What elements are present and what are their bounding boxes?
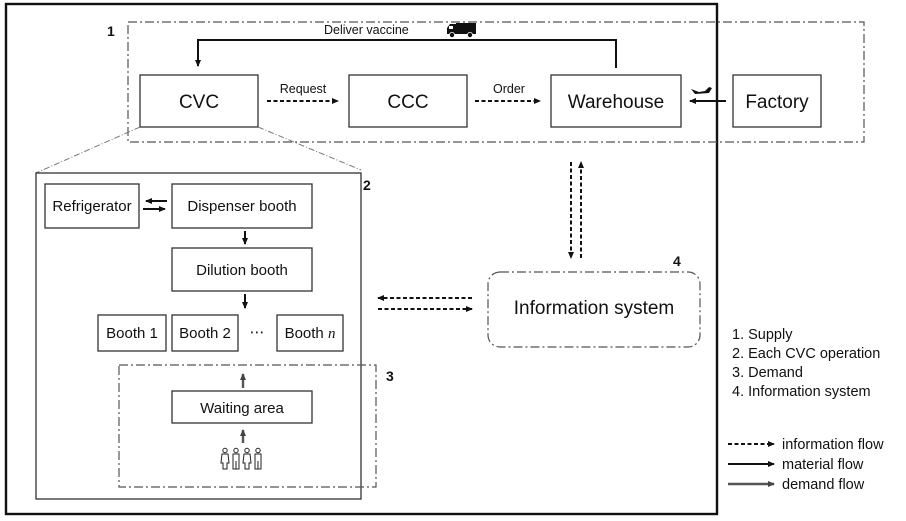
booth-n-node bbox=[276, 314, 344, 352]
information-system-region-number: 4 bbox=[673, 253, 681, 269]
deliver-vaccine-label: Deliver vaccine bbox=[324, 23, 409, 37]
legend-region-1: 1. Supply bbox=[732, 327, 793, 343]
truck-icon bbox=[447, 23, 476, 38]
refrigerator-label: Refrigerator bbox=[52, 198, 131, 215]
deliver-vaccine-edge bbox=[195, 39, 617, 68]
information-system-label: Information system bbox=[514, 298, 675, 319]
legend-region-4: 4. Information system bbox=[732, 384, 871, 400]
flow-legend: information flow material flow demand fl… bbox=[728, 437, 884, 493]
dispenser-booth-node bbox=[171, 183, 313, 229]
ccc-label: CCC bbox=[387, 92, 428, 113]
factory-label: Factory bbox=[745, 92, 809, 113]
cvc-operation-region-number: 2 bbox=[363, 177, 371, 193]
booth-2-label: Booth 2 bbox=[179, 325, 231, 342]
legend-demand-flow-label: demand flow bbox=[782, 477, 865, 493]
supply-region-number: 1 bbox=[107, 23, 115, 39]
booth-1-label: Booth 1 bbox=[106, 325, 158, 342]
legend-region-3: 3. Demand bbox=[732, 365, 803, 381]
order-label: Order bbox=[493, 82, 525, 96]
booth-1-node bbox=[97, 314, 167, 352]
warehouse-node bbox=[550, 74, 682, 128]
dispenser-booth-label: Dispenser booth bbox=[187, 198, 296, 215]
refrigerator-node bbox=[44, 183, 140, 229]
dilution-booth-node bbox=[171, 247, 313, 292]
cvc-label: CVC bbox=[179, 92, 219, 113]
waiting-area-node bbox=[171, 390, 313, 424]
legend-region-2: 2. Each CVC operation bbox=[732, 346, 880, 362]
cvc-node bbox=[139, 74, 259, 128]
request-label: Request bbox=[280, 82, 327, 96]
warehouse-label: Warehouse bbox=[568, 92, 664, 113]
factory-node bbox=[732, 74, 822, 128]
legend-info-flow-label: information flow bbox=[782, 437, 884, 453]
dilution-booth-label: Dilution booth bbox=[196, 262, 288, 279]
demand-region bbox=[118, 364, 377, 488]
region-legend: 1. Supply 2. Each CVC operation 3. Deman… bbox=[732, 327, 880, 400]
airplane-icon bbox=[691, 87, 712, 94]
legend-material-flow-label: material flow bbox=[782, 457, 864, 473]
booth-n-label: Booth n bbox=[285, 325, 336, 342]
cvc-operation-region bbox=[35, 172, 362, 500]
supply-region bbox=[127, 21, 865, 143]
ccc-node bbox=[348, 74, 468, 128]
zoom-line-left bbox=[35, 126, 141, 174]
demand-region-number: 3 bbox=[386, 368, 394, 384]
information-system-region bbox=[487, 271, 701, 348]
outer-frame bbox=[4, 2, 719, 516]
people-icon bbox=[220, 447, 262, 470]
zoom-line-right bbox=[257, 126, 362, 171]
booth-2-node bbox=[171, 314, 239, 352]
waiting-area-label: Waiting area bbox=[200, 400, 284, 417]
booths-ellipsis: ⋯ bbox=[250, 324, 265, 341]
